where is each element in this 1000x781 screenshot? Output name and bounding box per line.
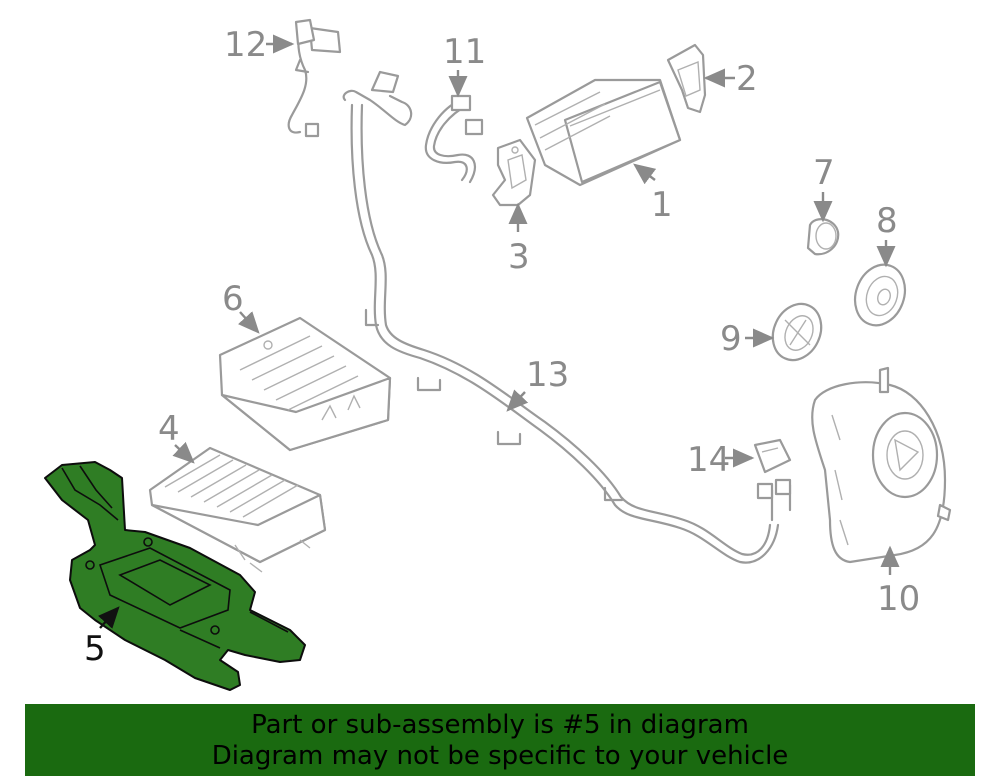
callout-10: 10: [877, 579, 920, 619]
amplifier-module-finned[interactable]: [148, 446, 327, 573]
callout-6: 6: [222, 279, 244, 319]
display-unit[interactable]: [525, 78, 682, 187]
callout-7: 7: [813, 153, 835, 193]
notice-line-2: Diagram may not be specific to your vehi…: [211, 741, 789, 771]
leader-lines: [98, 34, 900, 629]
wiring-harness[interactable]: [342, 70, 792, 564]
callout-3: 3: [508, 237, 530, 277]
door-speaker-9[interactable]: [764, 296, 830, 368]
notice-banner: Part or sub-assembly is #5 in diagram Di…: [25, 704, 975, 776]
mounting-bracket-right[interactable]: [666, 43, 707, 114]
callout-12: 12: [224, 25, 267, 65]
parts-diagram: 12 11 2 1 3 7 8 9 6 13 4 14 10 5: [44, 18, 952, 691]
highlighted-mounting-bracket[interactable]: [44, 461, 306, 691]
callout-11: 11: [443, 32, 486, 72]
callout-2: 2: [736, 59, 758, 99]
notice-line-1: Part or sub-assembly is #5 in diagram: [251, 710, 749, 740]
tweeter-speaker[interactable]: [806, 218, 840, 256]
callout-8: 8: [876, 201, 898, 241]
callout-14: 14: [687, 440, 730, 480]
amplifier-module-large[interactable]: [218, 316, 392, 452]
callout-13: 13: [526, 355, 569, 395]
callout-9: 9: [720, 319, 742, 359]
subwoofer-enclosure[interactable]: [811, 366, 952, 564]
antenna-cable[interactable]: [287, 18, 342, 138]
door-speaker-8[interactable]: [847, 258, 913, 333]
callout-5: 5: [84, 629, 106, 669]
callout-4: 4: [158, 409, 180, 449]
callout-1: 1: [651, 185, 673, 225]
connector-module[interactable]: [753, 438, 792, 474]
mounting-bracket-left[interactable]: [491, 138, 537, 207]
bracket-cable[interactable]: [424, 94, 484, 184]
